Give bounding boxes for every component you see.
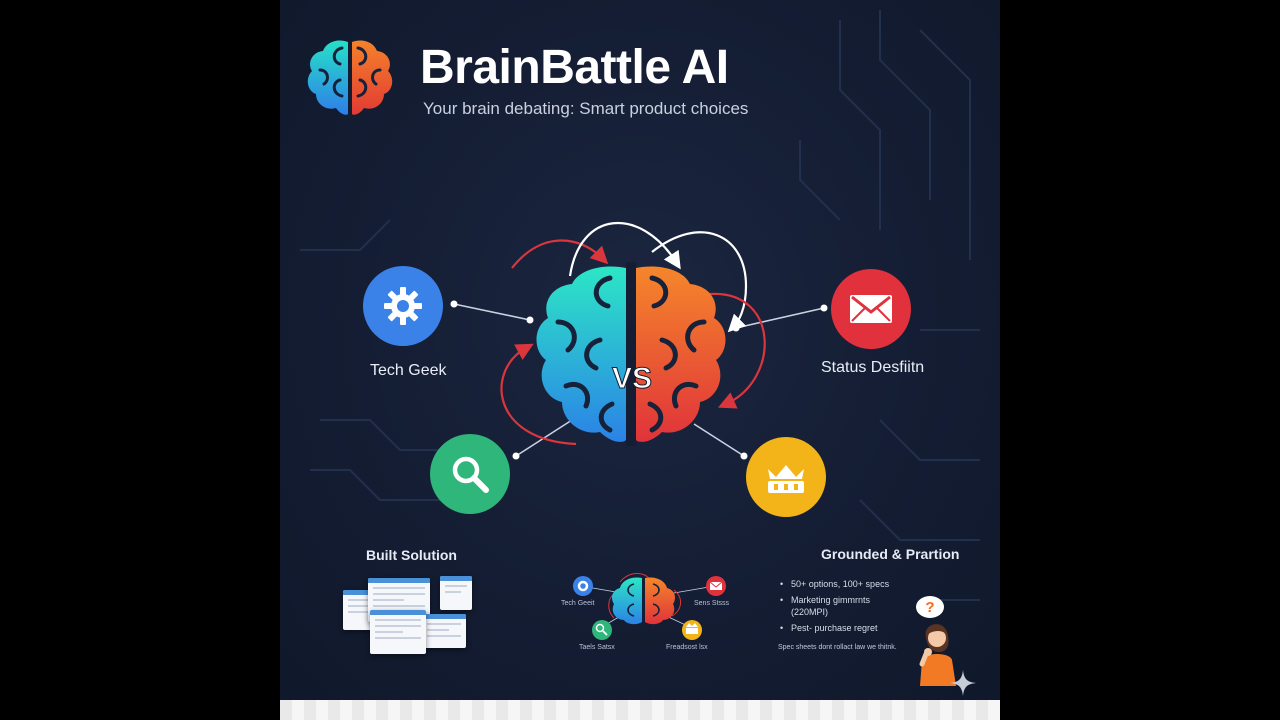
connector-dot — [820, 304, 828, 312]
central-diagram: VS — [450, 222, 828, 460]
app-subtitle: Your brain debating: Smart product choic… — [423, 99, 749, 118]
brain-graphic — [536, 262, 726, 446]
tech-geek-node[interactable] — [363, 266, 443, 346]
crown-basket-icon — [768, 465, 804, 493]
list-item: Pest- purchase regret — [780, 622, 901, 634]
list-item: Marketing gimmrnts (220MPI) — [780, 594, 901, 618]
screen-window — [422, 614, 466, 648]
screen-window — [370, 610, 426, 654]
mini-gear-icon — [573, 576, 593, 596]
gear-icon — [384, 287, 422, 325]
envelope-icon — [850, 295, 892, 323]
arrow-red-right — [709, 292, 766, 409]
search-icon — [452, 456, 489, 493]
app-screens-illustration — [340, 572, 480, 662]
grounded-title: Grounded & Prartion — [821, 546, 960, 562]
status-node[interactable] — [831, 269, 911, 349]
search-node[interactable] — [430, 434, 510, 514]
connector-crown — [693, 423, 745, 457]
status-label: Status Desfiitn — [821, 359, 925, 376]
vs-label: VS — [612, 362, 652, 395]
infographic-canvas: BrainBattle AI Your brain debating: Smar… — [280, 0, 1000, 700]
tech-geek-label: Tech Geek — [370, 362, 447, 379]
question-mark: ? — [925, 598, 935, 616]
brainbattle-logo — [307, 40, 393, 115]
app-title: BrainBattle AI — [420, 41, 729, 94]
question-bubble: ? — [916, 596, 944, 618]
bottom-strip — [280, 700, 1000, 720]
arrow-red-top-left — [511, 239, 609, 269]
sparkle-icon — [950, 670, 976, 696]
connector-status — [735, 307, 825, 329]
arrow-red-left — [500, 343, 577, 446]
connector-dot — [526, 316, 534, 324]
caption-text: Spec sheets dont rollact law we thitnk. — [778, 644, 897, 651]
mini-label-crown: Freadsost lsx — [666, 644, 708, 651]
crown-node[interactable] — [746, 437, 826, 517]
arrow-white-top-right — [651, 231, 748, 333]
mini-label-tech: Tech Geeit — [561, 600, 595, 607]
mini-diagram — [573, 573, 726, 640]
connector-tech — [453, 303, 531, 321]
mini-label-status: Sens Stsss — [694, 600, 730, 607]
built-solution-title: Built Solution — [366, 547, 457, 563]
connector-dot — [512, 452, 520, 460]
mini-label-search: Taels Satsx — [579, 644, 615, 651]
pain-points-list: 50+ options, 100+ specs Marketing gimmrn… — [780, 578, 901, 638]
screen-window — [440, 576, 472, 610]
connector-dot — [450, 300, 458, 308]
circuit-background — [300, 10, 980, 601]
connector-dot — [740, 452, 748, 460]
thinking-person-illustration — [919, 624, 956, 686]
list-item: 50+ options, 100+ specs — [780, 578, 901, 590]
